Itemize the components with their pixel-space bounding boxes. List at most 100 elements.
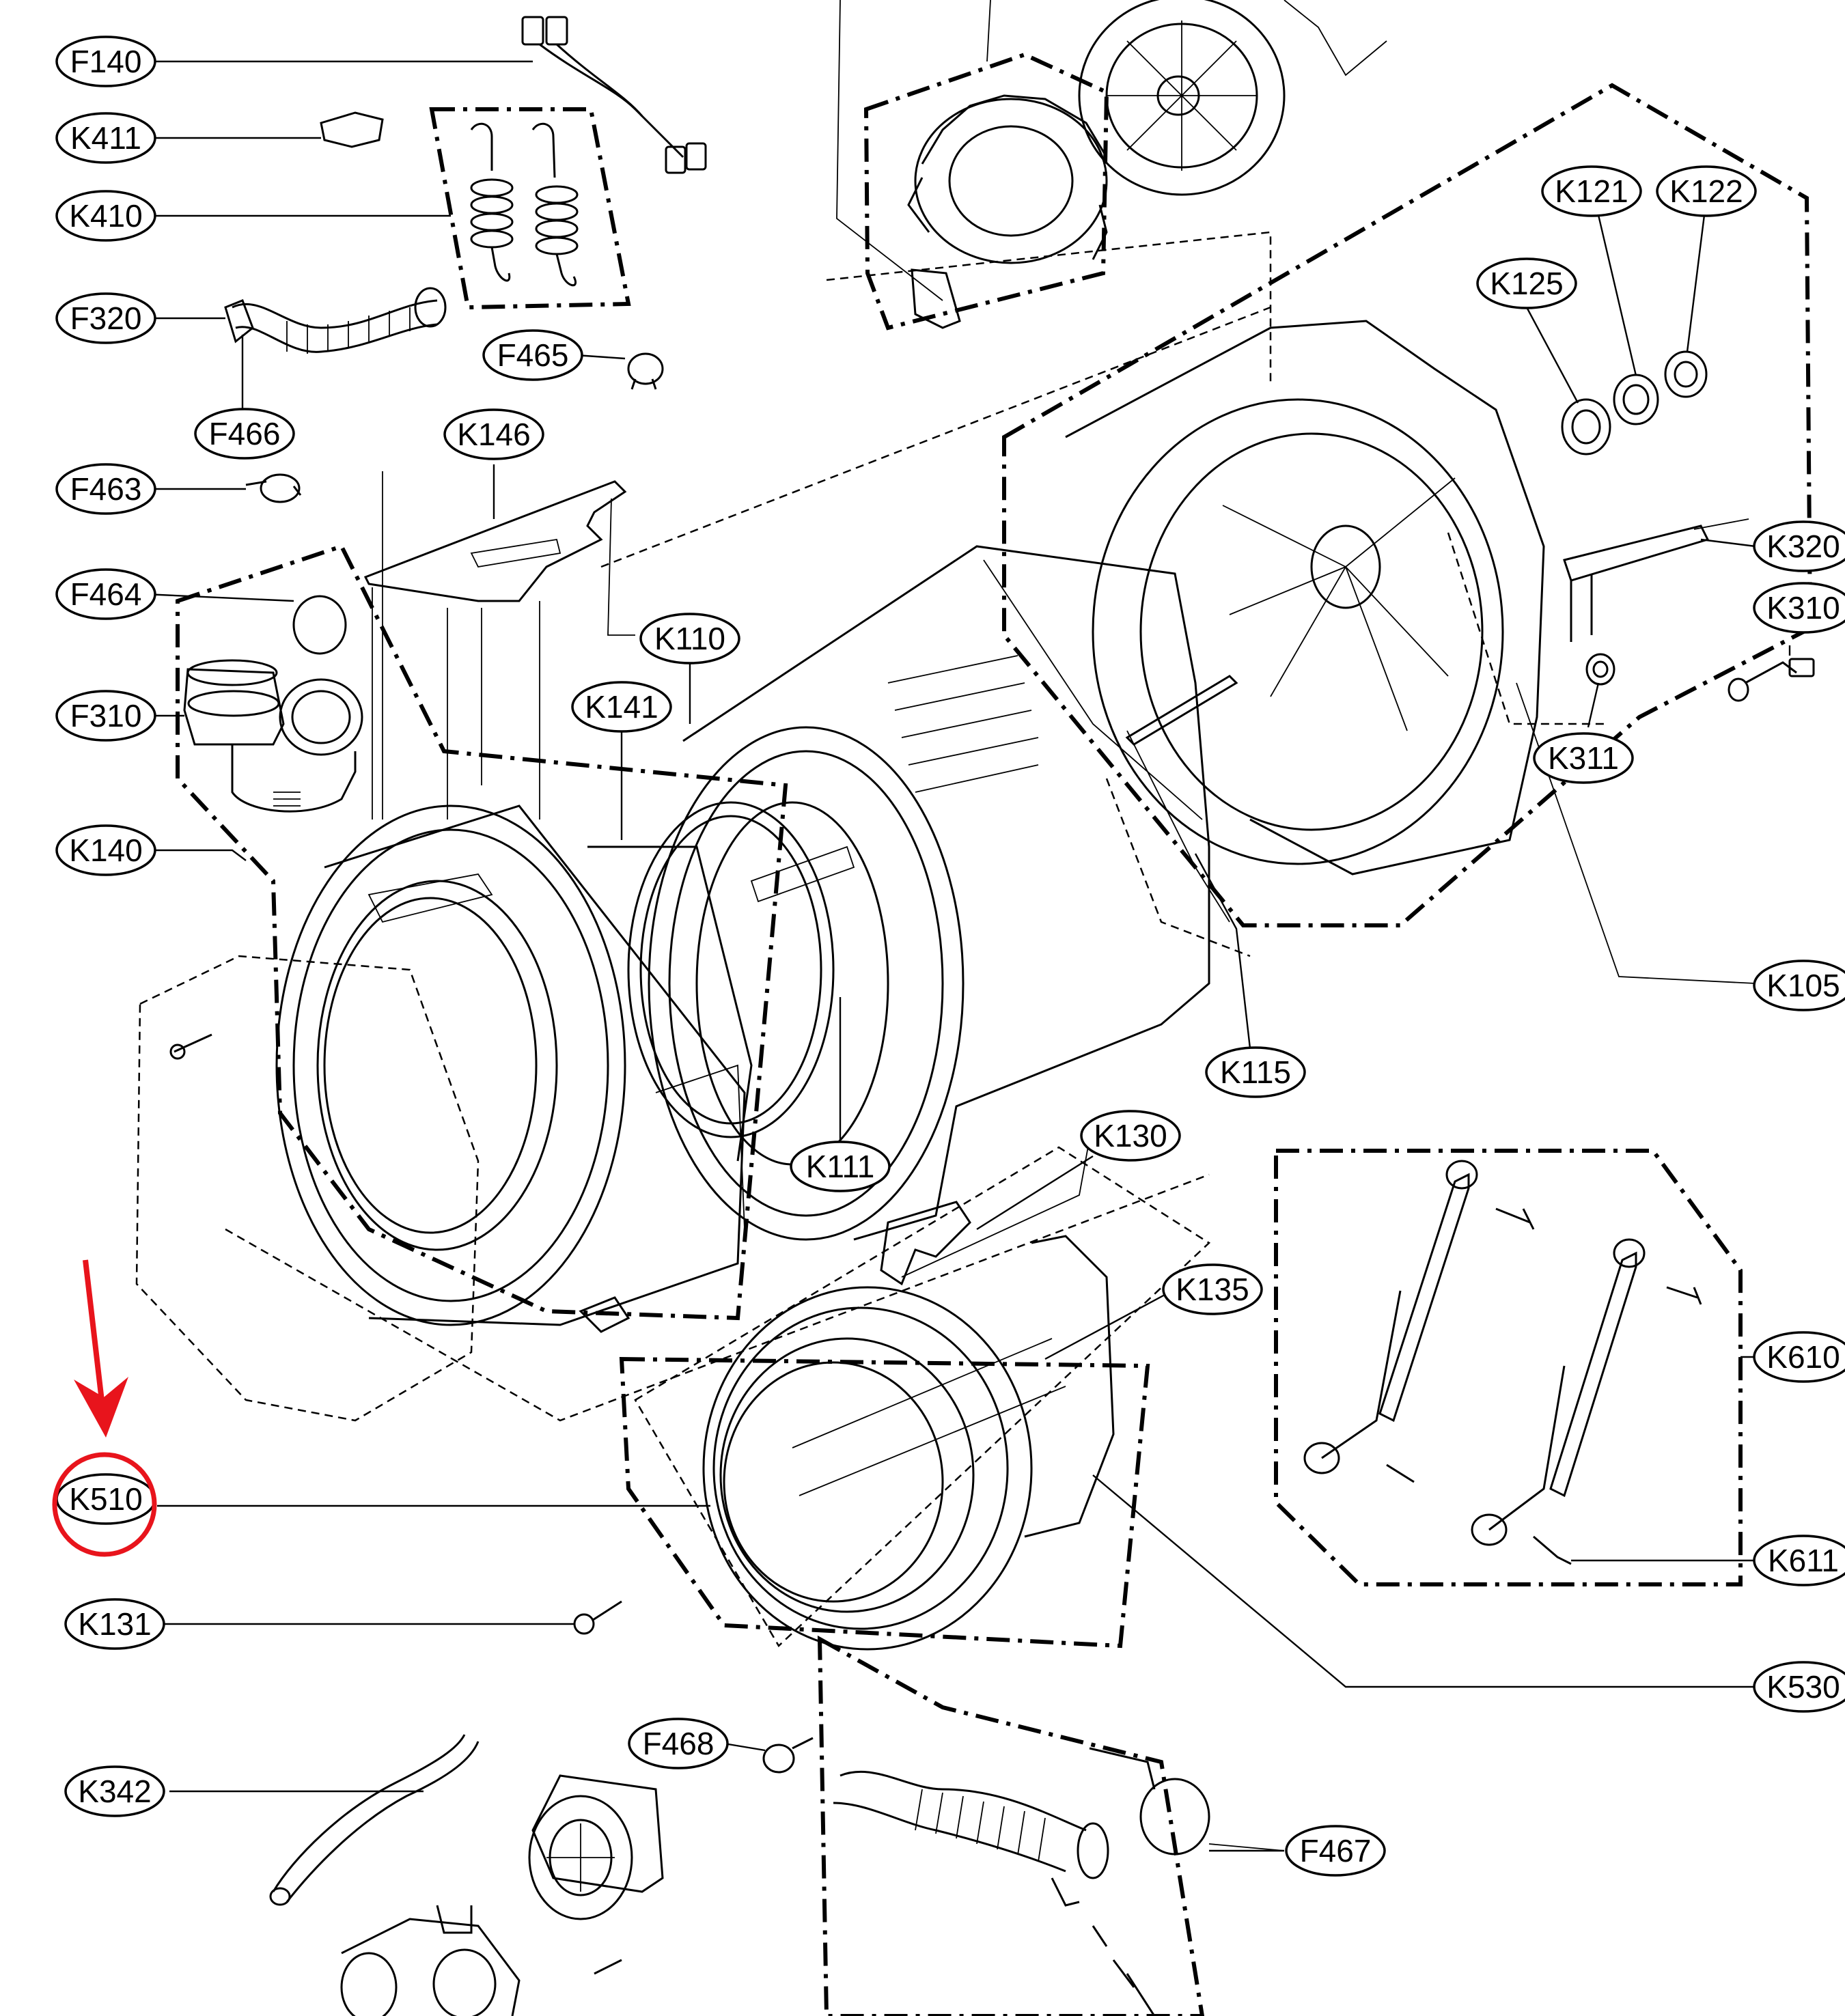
label-f463[interactable]: F463 — [55, 463, 156, 515]
label-k310[interactable]: K310 — [1753, 582, 1845, 634]
label-k411[interactable]: K411 — [55, 112, 156, 164]
svg-text:K342: K342 — [78, 1774, 151, 1809]
label-k125[interactable]: K125 — [1476, 257, 1577, 309]
label-f465[interactable]: F465 — [482, 329, 583, 381]
part-drum-k110 — [648, 545, 1210, 1241]
svg-text:F320: F320 — [70, 300, 142, 336]
shocks-group-outline — [1274, 1149, 1743, 1586]
svg-text:F466: F466 — [209, 416, 281, 451]
label-k115[interactable]: K115 — [1205, 1046, 1306, 1098]
part-gasket-f464-f310 — [183, 595, 363, 813]
part-ring-k141 — [627, 801, 835, 1138]
part-pump — [340, 1774, 664, 2016]
svg-text:K115: K115 — [1220, 1054, 1291, 1090]
part-tub-rear-k105 — [1065, 320, 1756, 984]
label-f320[interactable]: F320 — [55, 292, 156, 344]
svg-text:K310: K310 — [1766, 590, 1840, 626]
label-k146[interactable]: K146 — [443, 408, 544, 460]
part-screw-k131 — [573, 1600, 622, 1635]
part-clamp-f463 — [245, 473, 302, 503]
label-k111[interactable]: K111 — [790, 1140, 891, 1192]
part-gasket-k510 — [702, 1235, 1115, 1651]
highlight-arrow-shaft — [83, 1259, 105, 1408]
svg-text:K125: K125 — [1490, 266, 1563, 301]
svg-text:K105: K105 — [1766, 968, 1840, 1003]
tub-front-group-outline — [176, 544, 788, 1321]
label-f464[interactable]: F464 — [55, 568, 156, 620]
svg-text:F463: F463 — [70, 471, 142, 507]
label-f310[interactable]: F310 — [55, 690, 156, 742]
svg-text:K135: K135 — [1176, 1272, 1249, 1307]
label-k110[interactable]: K110 — [639, 613, 740, 664]
svg-text:K111: K111 — [806, 1149, 875, 1184]
label-f466[interactable]: F466 — [194, 408, 295, 460]
part-tub-front-k140 — [275, 804, 753, 1333]
part-sensor-k310 — [1728, 658, 1815, 702]
svg-text:K122: K122 — [1669, 173, 1743, 209]
drain-group-outline — [817, 1635, 1205, 2016]
label-k342[interactable]: K342 — [64, 1765, 165, 1817]
part-counterweight-k130 — [880, 1119, 1094, 1286]
svg-text:K131: K131 — [78, 1606, 151, 1642]
label-k610[interactable]: K610 — [1753, 1331, 1845, 1383]
svg-text:K121: K121 — [1555, 173, 1628, 209]
part-labels: F140 K411 K410 F320 F465 F466 K146 F463 … — [55, 36, 1845, 1877]
label-k530[interactable]: K530 — [1753, 1661, 1845, 1713]
label-f140[interactable]: F140 — [55, 36, 156, 87]
part-bearings — [1561, 350, 1708, 456]
label-f468[interactable]: F468 — [628, 1718, 729, 1769]
label-k131[interactable]: K131 — [64, 1598, 165, 1650]
group-outlines — [176, 52, 1813, 2016]
gasket-group-outline — [619, 1356, 1150, 1649]
part-clamp-f467 — [1089, 1747, 1285, 1856]
part-clamp-f468 — [762, 1737, 814, 1774]
label-k611[interactable]: K611 — [1753, 1535, 1845, 1586]
label-k141[interactable]: K141 — [571, 681, 672, 733]
svg-text:K410: K410 — [69, 198, 142, 234]
svg-text:K611: K611 — [1768, 1543, 1839, 1578]
part-shock-absorbers — [1303, 1160, 1702, 1565]
tub-rear-group-outline — [1002, 83, 1813, 927]
label-k130[interactable]: K130 — [1080, 1110, 1181, 1162]
svg-text:F465: F465 — [497, 337, 569, 373]
label-k122[interactable]: K122 — [1656, 165, 1757, 217]
part-wire-harness — [521, 16, 707, 174]
svg-text:K530: K530 — [1766, 1669, 1840, 1705]
svg-text:K130: K130 — [1094, 1118, 1167, 1153]
label-k510[interactable]: K510 — [55, 1473, 156, 1525]
part-drain-hose — [833, 1771, 1109, 1907]
label-k121[interactable]: K121 — [1541, 165, 1642, 217]
part-nut-k311 — [1585, 653, 1615, 686]
label-k135[interactable]: K135 — [1162, 1263, 1263, 1315]
part-hose-k342 — [269, 1734, 480, 1906]
label-k105[interactable]: K105 — [1753, 960, 1845, 1011]
part-stator-rotor — [836, 0, 1387, 329]
svg-text:K510: K510 — [69, 1481, 142, 1517]
svg-text:F468: F468 — [643, 1726, 715, 1761]
part-clamp-f465 — [627, 352, 664, 390]
svg-text:F467: F467 — [1300, 1833, 1372, 1868]
svg-text:K411: K411 — [70, 120, 141, 156]
part-screw-left — [169, 1033, 212, 1060]
label-f467[interactable]: F467 — [1285, 1825, 1386, 1877]
part-clip-k411 — [320, 111, 384, 148]
part-bracket-k146 — [363, 471, 635, 820]
svg-text:K610: K610 — [1766, 1339, 1840, 1375]
part-clip-bottom — [1092, 1925, 1156, 2016]
svg-text:K141: K141 — [585, 689, 658, 725]
svg-text:F140: F140 — [70, 44, 142, 79]
part-springs — [470, 122, 579, 287]
label-k311[interactable]: K311 — [1533, 732, 1634, 784]
highlight-annotation — [52, 1259, 157, 1557]
label-k410[interactable]: K410 — [55, 190, 156, 242]
label-k320[interactable]: K320 — [1753, 520, 1845, 572]
highlight-arrow-head — [74, 1377, 128, 1438]
svg-text:K110: K110 — [654, 621, 725, 656]
svg-text:F464: F464 — [70, 576, 142, 612]
svg-text:K311: K311 — [1548, 740, 1619, 776]
part-shaft-k115 — [1125, 675, 1238, 923]
part-hose-f320 — [224, 287, 447, 354]
label-k140[interactable]: K140 — [55, 824, 156, 876]
leader-lines — [144, 60, 1791, 1852]
